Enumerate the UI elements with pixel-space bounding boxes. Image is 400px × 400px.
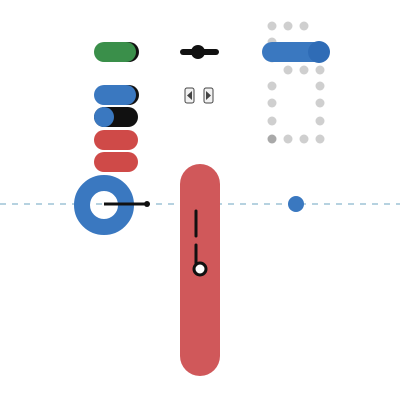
blue-slider-track[interactable] <box>262 42 324 62</box>
toggle-group[interactable] <box>94 107 138 127</box>
tall-red-bar[interactable] <box>180 164 220 376</box>
green-pill[interactable] <box>94 42 136 62</box>
frame-dot <box>283 134 293 144</box>
frame-dot <box>315 134 325 144</box>
blue-slider[interactable] <box>262 41 330 63</box>
frame-dot <box>299 134 309 144</box>
frame-dot <box>267 81 277 91</box>
ring-pointer-tip <box>144 201 150 207</box>
mini-slider[interactable] <box>180 45 219 59</box>
frame-dot <box>267 98 277 108</box>
frame-dot <box>283 65 293 75</box>
red-pill-2[interactable] <box>94 152 138 172</box>
arrow-right-icon <box>206 91 211 100</box>
frame-dot <box>267 134 277 144</box>
frame-dot <box>299 21 309 31</box>
green-pill-group[interactable] <box>94 42 139 62</box>
mini-slider-thumb[interactable] <box>191 45 205 59</box>
blue-slider-thumb[interactable] <box>308 41 330 63</box>
frame-dot <box>267 21 277 31</box>
blue-pill-top[interactable] <box>94 85 136 105</box>
arrow-left-icon <box>187 91 192 100</box>
frame-dot <box>299 65 309 75</box>
frame-dot <box>315 116 325 126</box>
arrow-right-button[interactable] <box>203 87 214 104</box>
frame-dot <box>315 65 325 75</box>
guide-marker-dot[interactable] <box>288 196 304 212</box>
ring-dial[interactable] <box>74 175 150 235</box>
dotted-selection-frame <box>267 21 325 144</box>
frame-dot <box>267 116 277 126</box>
frame-dot <box>315 81 325 91</box>
arrow-left-button[interactable] <box>184 87 195 104</box>
toggle-knob[interactable] <box>94 107 114 127</box>
dot-handle-icon[interactable] <box>192 261 208 277</box>
red-pill-1[interactable] <box>94 130 138 150</box>
blue-pill-top-group[interactable] <box>94 85 139 105</box>
frame-dot <box>283 21 293 31</box>
frame-dot <box>315 98 325 108</box>
